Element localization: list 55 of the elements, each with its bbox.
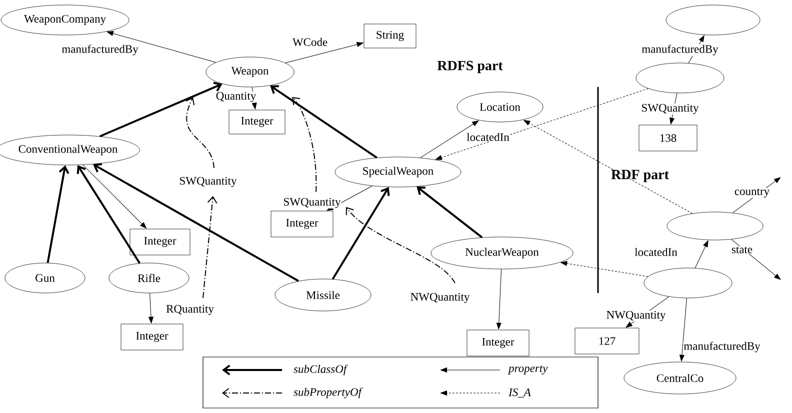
ellipse — [644, 268, 732, 298]
arrow — [332, 187, 390, 280]
arrow — [270, 85, 378, 158]
ellipse — [666, 4, 760, 36]
legend-text: property — [508, 366, 548, 374]
arrow — [148, 292, 154, 324]
arrow — [76, 165, 140, 264]
edge-label: SWQuantity — [282, 197, 342, 209]
arrow — [496, 268, 502, 330]
arrow — [82, 164, 147, 229]
literal-box: 138 — [638, 124, 698, 152]
edge-label: locatedIn — [634, 247, 678, 257]
edge-label: manufacturedBy — [641, 44, 719, 56]
edge-label: manufacturedBy — [61, 44, 139, 56]
edge-label: Quantity — [215, 91, 257, 103]
literal-box: Integer — [120, 324, 184, 350]
edge-label: manufacturedBy — [683, 341, 761, 353]
arrow — [252, 86, 257, 110]
section-heading: RDFS part — [437, 60, 503, 74]
ellipse — [666, 212, 764, 240]
legend-text: IS_A — [508, 388, 531, 398]
arrow — [420, 120, 479, 158]
arrow — [46, 165, 70, 264]
arrow — [688, 35, 704, 64]
literal-box: Integer — [130, 228, 190, 256]
literal-box: String — [364, 24, 416, 48]
edge-label: state — [730, 246, 754, 254]
literal-box: Integer — [466, 330, 530, 356]
arrow — [694, 240, 708, 268]
edge-label: RQuantity — [166, 304, 214, 316]
legend-text: subPropertyOf — [294, 388, 363, 398]
arrow — [560, 261, 648, 277]
edge-label: NWQuantity — [606, 310, 666, 322]
arrow — [670, 92, 678, 124]
edge-label: SWQuantity — [640, 103, 700, 115]
edge-label: country — [734, 188, 770, 198]
arrow — [416, 186, 483, 238]
arrow — [93, 163, 299, 282]
literal-box: Integer — [270, 210, 334, 238]
arrow — [524, 120, 693, 214]
ellipse — [636, 62, 724, 94]
edge-label: WCode — [292, 37, 328, 47]
literal-box: Integer — [228, 110, 286, 134]
literal-box: 127 — [574, 328, 640, 354]
arrow — [99, 82, 222, 138]
section-heading: RDF part — [611, 170, 669, 182]
arrow — [106, 31, 216, 63]
arrow — [679, 298, 687, 362]
arrow — [435, 88, 649, 160]
arrow — [731, 239, 781, 280]
arrow — [285, 42, 364, 64]
legend-text: subClassOf — [294, 364, 348, 376]
edge-label: SWQuantity — [178, 176, 238, 188]
edge-label: locatedIn — [466, 132, 510, 142]
edge-label: NWQuantity — [410, 292, 470, 304]
